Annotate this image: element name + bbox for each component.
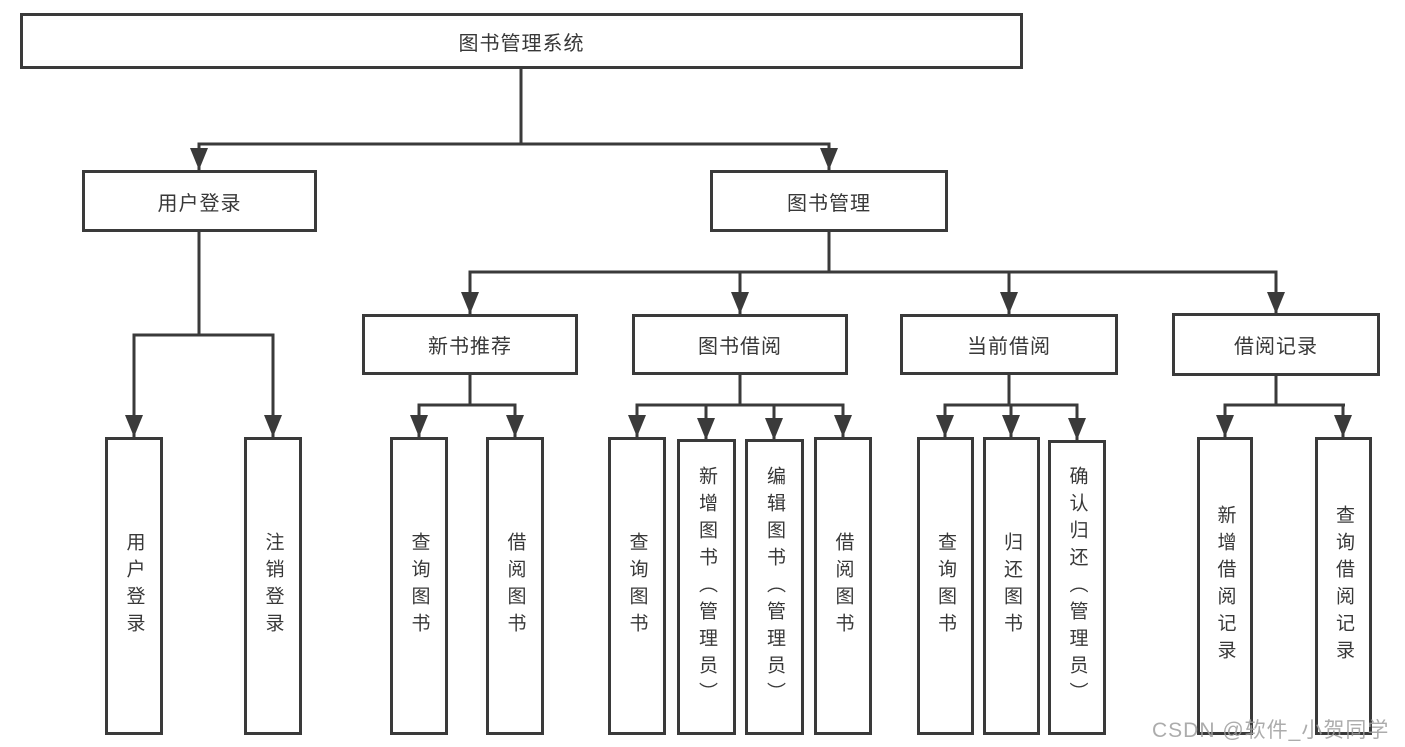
node-book-borrowing: 图书借阅 [632, 314, 848, 375]
leaf-borrow-books: 借阅图书 [814, 437, 872, 735]
node-root-library-management-system: 图书管理系统 [20, 13, 1023, 69]
node-book-management: 图书管理 [710, 170, 948, 232]
leaf-query-books-recommend: 查询图书 [390, 437, 448, 735]
leaf-user-login: 用户登录 [105, 437, 163, 735]
leaf-return-books: 归还图书 [983, 437, 1040, 735]
leaf-add-borrowing-record: 新增借阅记录 [1197, 437, 1253, 735]
leaf-add-books-admin: 新增图书（管理员） [677, 439, 736, 735]
node-new-book-recommend: 新书推荐 [362, 314, 578, 375]
node-borrowing-records: 借阅记录 [1172, 313, 1380, 376]
node-current-borrowing: 当前借阅 [900, 314, 1118, 375]
leaf-borrow-books-recommend: 借阅图书 [486, 437, 544, 735]
node-user-login: 用户登录 [82, 170, 317, 232]
leaf-query-borrowing-record: 查询借阅记录 [1315, 437, 1372, 735]
csdn-watermark: CSDN @软件_小贺同学 [1152, 719, 1390, 742]
leaf-logout: 注销登录 [244, 437, 302, 735]
leaf-confirm-return-admin: 确认归还（管理员） [1048, 440, 1106, 735]
leaf-edit-books-admin: 编辑图书（管理员） [745, 439, 804, 735]
leaf-query-books-current: 查询图书 [917, 437, 974, 735]
leaf-query-books-borrowing: 查询图书 [608, 437, 666, 735]
